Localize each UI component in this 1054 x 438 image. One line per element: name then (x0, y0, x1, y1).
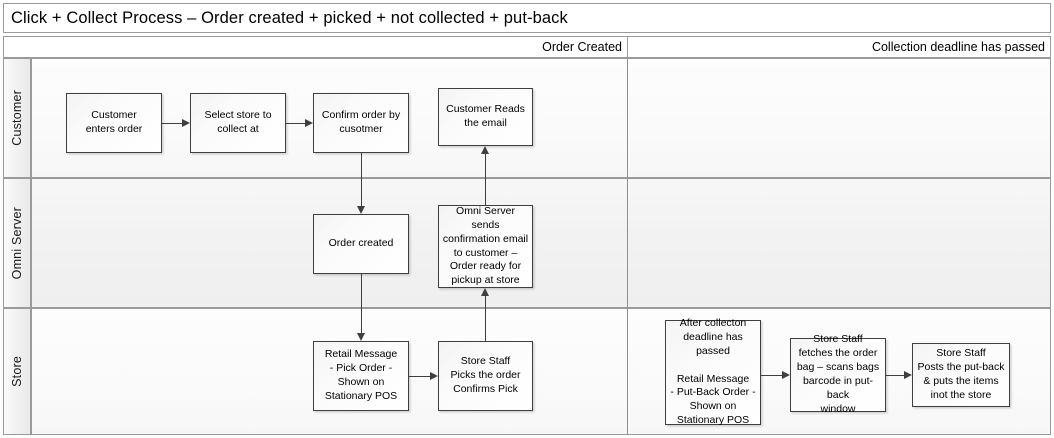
node-customer-reads-email[interactable]: Customer Reads the email (438, 88, 533, 146)
edge-omni-email-to-reads-arrowhead (480, 146, 489, 154)
lane-body-omni-server (31, 178, 1051, 308)
edge-retail-to-staff-picks-arrowhead (430, 371, 438, 380)
lane-label-store-text: Store (10, 356, 24, 387)
edge-putback-to-fetches-arrowhead (782, 370, 790, 379)
edge-select-to-confirm-arrowhead (305, 118, 313, 127)
node-store-staff-picks-order[interactable]: Store Staff Picks the order Confirms Pic… (438, 341, 533, 411)
node-retail-message-put-back[interactable]: After collecton deadline has passed Reta… (665, 317, 761, 426)
edge-order-to-retail-message-arrowhead (356, 333, 365, 341)
edge-fetches-to-posts-arrowhead (904, 370, 912, 379)
phase-label-collection-deadline: Collection deadline has passed (871, 40, 1045, 54)
phase-divider (627, 58, 628, 435)
diagram-title: Click + Collect Process – Order created … (11, 8, 568, 27)
lane-label-store: Store (3, 308, 31, 435)
edge-picks-to-omni-email-arrowhead (480, 288, 489, 296)
edge-omni-email-to-reads-line (485, 154, 486, 205)
node-order-created[interactable]: Order created (313, 214, 409, 274)
phase-label-order-created: Order Created (542, 40, 622, 54)
lane-label-omni-server: Omni Server (3, 178, 31, 308)
phase-header-collection-deadline: Collection deadline has passed (627, 36, 1051, 58)
edge-enters-to-select-arrowhead (182, 118, 190, 127)
lane-body-store (31, 308, 1051, 435)
lane-label-omni-server-text: Omni Server (10, 206, 24, 280)
lane-label-customer: Customer (3, 58, 31, 178)
edge-fetches-to-posts-line (886, 375, 904, 376)
node-retail-message-pick-order[interactable]: Retail Message - Pick Order - Shown on S… (313, 341, 409, 411)
edge-enters-to-select-line (162, 123, 182, 124)
node-store-staff-posts-put-back[interactable]: Store Staff Posts the put-back & puts th… (912, 343, 1010, 407)
edge-retail-to-staff-picks-line (409, 376, 430, 377)
edge-select-to-confirm-line (286, 123, 305, 124)
edge-confirm-to-order-line (361, 153, 362, 206)
phase-header-order-created: Order Created (3, 36, 628, 58)
node-select-store[interactable]: Select store to collect at (190, 93, 286, 153)
lane-label-customer-text: Customer (10, 90, 24, 146)
edge-putback-to-fetches-line (761, 375, 782, 376)
node-confirm-order[interactable]: Confirm order by cusotmer (313, 93, 409, 153)
edge-order-to-retail-message-line (361, 274, 362, 333)
edge-picks-to-omni-email-line (485, 296, 486, 341)
edge-confirm-to-order-arrowhead (356, 206, 365, 214)
node-customer-enters-order[interactable]: Customer enters order (66, 93, 162, 153)
diagram-title-bar: Click + Collect Process – Order created … (3, 3, 1051, 33)
node-omni-server-sends-email[interactable]: Omni Server sends confirmation email to … (438, 205, 533, 288)
node-store-staff-fetches-bag[interactable]: Store Staff fetches the order bag – scan… (790, 333, 886, 415)
